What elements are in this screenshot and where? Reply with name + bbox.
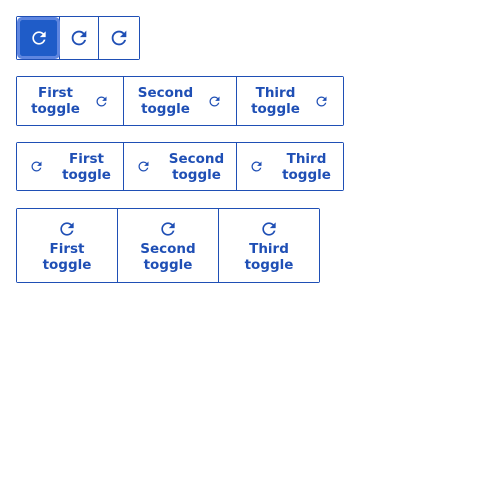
icon-toggle-third[interactable] <box>99 17 139 59</box>
refresh-icon <box>57 219 77 239</box>
refresh-icon <box>29 28 49 48</box>
refresh-icon <box>207 94 222 109</box>
refresh-icon <box>108 27 130 49</box>
icon-toggle-group <box>16 16 140 60</box>
selected-indicator <box>17 17 60 59</box>
refresh-icon <box>158 219 178 239</box>
refresh-icon <box>136 159 151 174</box>
refresh-icon <box>314 94 329 109</box>
icon-toggle-first[interactable] <box>17 17 60 59</box>
refresh-icon <box>94 94 109 109</box>
icon-toggle-second[interactable] <box>60 17 99 59</box>
refresh-icon <box>68 27 90 49</box>
refresh-icon <box>29 159 44 174</box>
refresh-icon <box>259 219 279 239</box>
refresh-icon <box>249 159 264 174</box>
